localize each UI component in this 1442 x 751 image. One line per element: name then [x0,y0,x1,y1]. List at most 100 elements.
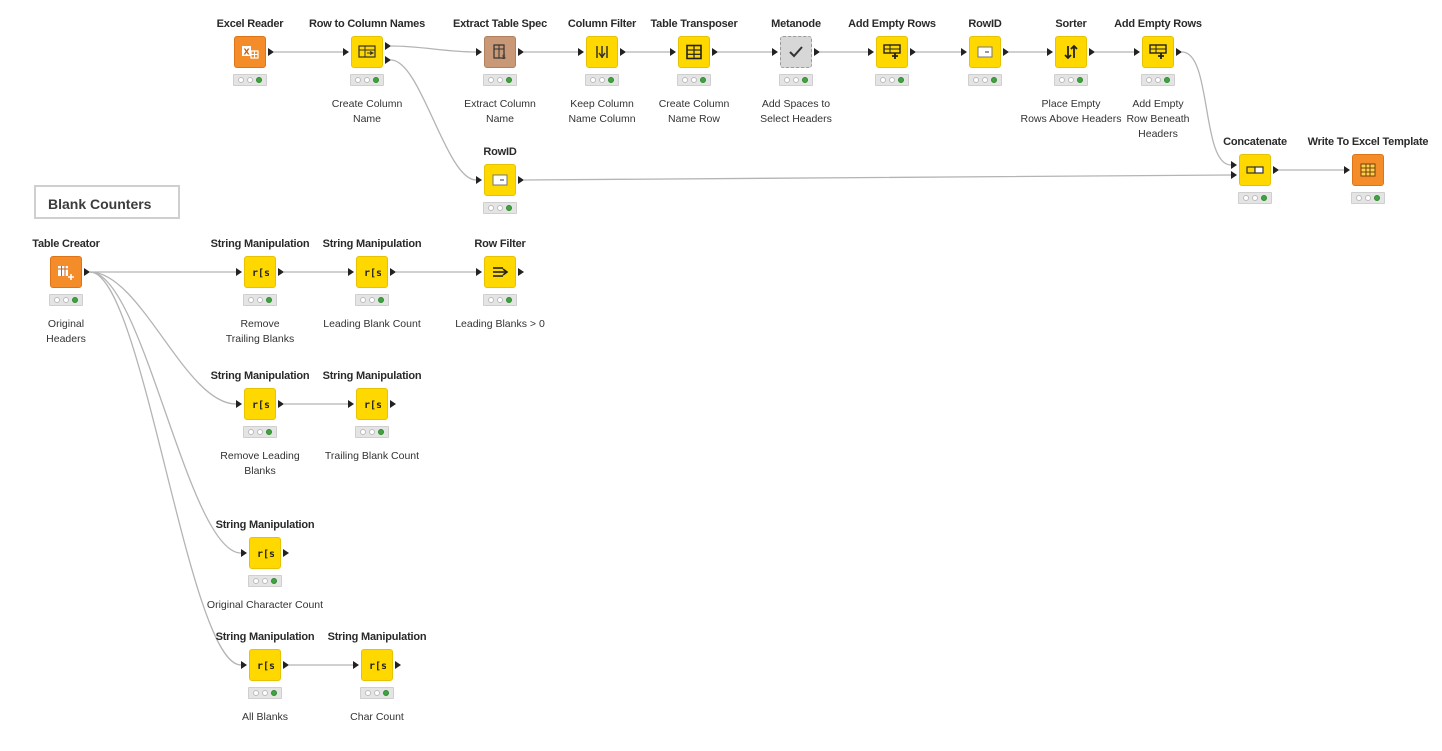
node-write-to-excel-template[interactable]: Write To Excel Template [1298,136,1438,256]
node-description[interactable]: Original Character Count [206,599,324,611]
node-icon-box[interactable] [586,36,618,68]
input-port[interactable] [961,48,967,56]
node-rowid-2[interactable]: RowID [430,146,570,266]
output-port[interactable] [1003,48,1009,56]
connection-row-to-column-names-to-extract-table-spec[interactable] [390,45,477,53]
node-icon-box[interactable] [351,36,383,68]
node-description[interactable]: Place Empty Rows Above Headers [1020,98,1122,125]
node-description[interactable]: Remove Leading Blanks [220,450,300,477]
node-description[interactable]: Char Count [350,711,404,723]
node-description[interactable]: Original Headers [46,318,86,345]
output-port[interactable] [390,268,396,276]
output-port[interactable] [390,400,396,408]
workflow-annotation[interactable]: Blank Counters [34,185,180,219]
node-description[interactable]: Leading Blank Count [323,318,421,330]
node-description[interactable]: All Blanks [241,711,289,723]
connection-table-creator-to-strman-6[interactable] [89,271,242,666]
input-port[interactable] [476,176,482,184]
output-port[interactable] [1089,48,1095,56]
input-port[interactable] [578,48,584,56]
output-port[interactable] [1273,166,1279,174]
node-rowid-1[interactable]: RowID [915,18,1055,138]
node-icon-box[interactable]: r[s] [356,256,388,288]
node-description[interactable]: Extract Column Name [464,98,536,125]
output-port[interactable] [518,268,524,276]
input-port[interactable] [348,268,354,276]
node-concatenate[interactable]: Concatenate [1185,136,1325,256]
output-port[interactable] [620,48,626,56]
input-port[interactable] [476,268,482,276]
node-icon-box[interactable]: S [484,36,516,68]
node-description[interactable]: Create Column Name [331,98,403,125]
node-icon-box[interactable]: r[s] [249,537,281,569]
node-icon-box[interactable] [484,256,516,288]
input-port[interactable] [670,48,676,56]
output-port[interactable] [278,268,284,276]
node-add-empty-rows-1[interactable]: Add Empty Rows [822,18,962,138]
output-port[interactable] [395,661,401,669]
node-icon-box[interactable]: r[s] [244,388,276,420]
node-icon-box[interactable]: r[s] [244,256,276,288]
output-port[interactable] [283,549,289,557]
node-icon-box[interactable]: r[s] [249,649,281,681]
node-icon-box[interactable] [780,36,812,68]
input-port[interactable] [348,400,354,408]
input-port[interactable] [241,549,247,557]
node-description[interactable]: Add Spaces to Select Headers [760,98,832,125]
node-icon-box[interactable] [1142,36,1174,68]
node-icon-box[interactable] [1239,154,1271,186]
output-port[interactable] [84,268,90,276]
input-port[interactable] [236,400,242,408]
output-port[interactable] [518,48,524,56]
output-port[interactable] [814,48,820,56]
node-icon-box[interactable]: X [234,36,266,68]
input-port[interactable] [241,661,247,669]
connection-row-to-column-names-to-rowid-2[interactable] [390,59,477,181]
output-port[interactable] [518,176,524,184]
connection-table-creator-to-strman-5[interactable] [89,271,242,554]
output-port-2[interactable] [385,56,391,64]
input-port[interactable] [236,268,242,276]
node-description[interactable]: Create Column Name Row [658,98,730,125]
input-port[interactable] [1344,166,1350,174]
output-port[interactable] [268,48,274,56]
input-port[interactable] [772,48,778,56]
node-icon-box[interactable] [969,36,1001,68]
node-icon-box[interactable] [484,164,516,196]
output-port[interactable] [278,400,284,408]
output-port[interactable] [283,661,289,669]
input-port[interactable] [1231,161,1237,169]
input-port[interactable] [353,661,359,669]
node-icon-box[interactable]: r[s] [356,388,388,420]
node-icon-box[interactable] [1352,154,1384,186]
input-port[interactable] [343,48,349,56]
input-port[interactable] [868,48,874,56]
input-port[interactable] [476,48,482,56]
input-port-2[interactable] [1231,171,1237,179]
output-port[interactable] [910,48,916,56]
input-port[interactable] [1134,48,1140,56]
node-description[interactable]: Keep Column Name Column [568,98,636,125]
output-port[interactable] [385,42,391,50]
node-icon-box[interactable] [50,256,82,288]
node-icon-box[interactable]: r[s] [361,649,393,681]
connection-add-empty-rows-2-to-concatenate[interactable] [1181,51,1232,166]
node-icon-box[interactable] [876,36,908,68]
